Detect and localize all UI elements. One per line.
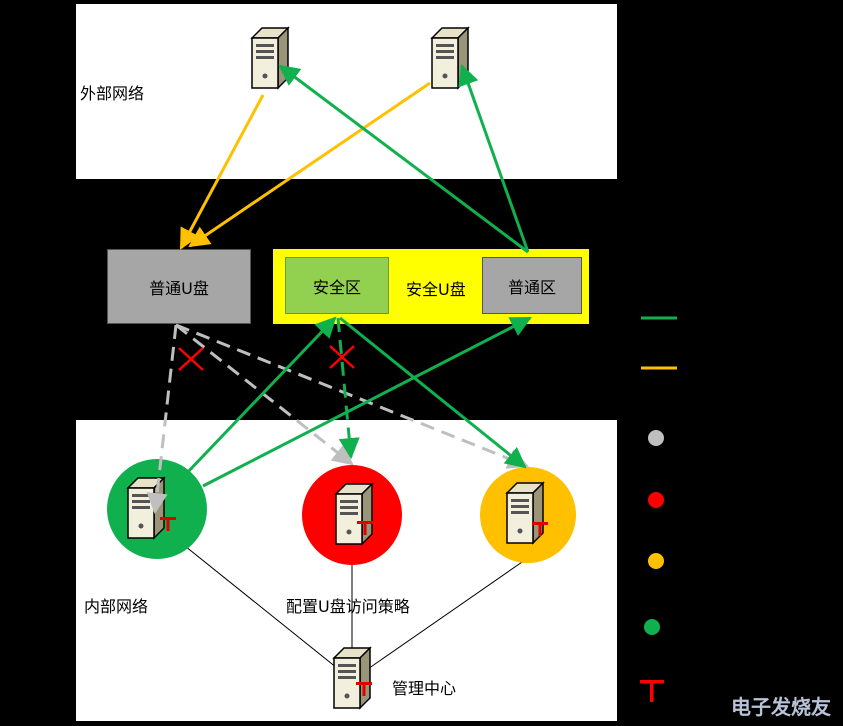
legend-gray-dot-icon: [648, 430, 664, 446]
mgmt-link-green: [164, 529, 353, 681]
green-arrow-to-secure-zone: [183, 316, 337, 477]
watermark-text: 电子发烧友: [731, 695, 831, 719]
mgmt-center-server-icon: [333, 647, 371, 709]
yellow-arrow-2: [188, 81, 431, 248]
secure-zone-box: 安全区: [285, 257, 389, 314]
green-arrow-to-normal-zone: [202, 316, 532, 488]
site-watermark-logo: 电子发烧友: [731, 691, 831, 720]
gray-dashed-arrow-2: [175, 323, 354, 466]
mgmt-center-label: 管理中心: [392, 679, 457, 698]
gray-dashed-arrow-1: [146, 324, 178, 515]
external-network-label: 外部网络: [80, 84, 145, 103]
gray-dashed-arrow-3: [175, 323, 529, 469]
green-arrow-secure-to-yellow-host: [339, 316, 527, 469]
yellow-host-server-icon: [506, 482, 544, 544]
secure-zone-label: 安全区: [312, 277, 361, 297]
legend-yellow-dot-icon: [648, 553, 664, 569]
blocked-cross-icon: [178, 347, 204, 371]
yellow-arrow-1: [179, 94, 265, 250]
external-server-1-icon: [251, 27, 289, 89]
policy-config-label: 配置U盘访问策略: [286, 597, 410, 616]
normal-usb-disk: 普通U盘: [107, 249, 251, 324]
normal-zone-box: 普通区: [482, 257, 582, 314]
green-arrow-ext-1: [278, 64, 529, 254]
red-host-server-icon: [335, 483, 373, 545]
mgmt-link-yellow: [351, 559, 526, 681]
normal-usb-disk-label: 普通U盘: [149, 278, 209, 298]
legend-red-dot-icon: [648, 492, 664, 508]
green-arrow-ext-2: [458, 64, 530, 253]
external-server-2-icon: [431, 27, 469, 89]
normal-zone-label: 普通区: [507, 277, 556, 297]
secure-usb-disk-label: 安全U盘: [406, 280, 466, 299]
legend-agent-t-icon: [640, 680, 664, 702]
green-dashed-arrow-secure-to-red-host: [336, 317, 360, 460]
legend-green-dot-icon: [644, 619, 660, 635]
internal-network-label: 内部网络: [84, 597, 149, 616]
external-network-zone: [76, 4, 617, 179]
blocked-cross-icon: [329, 345, 355, 369]
